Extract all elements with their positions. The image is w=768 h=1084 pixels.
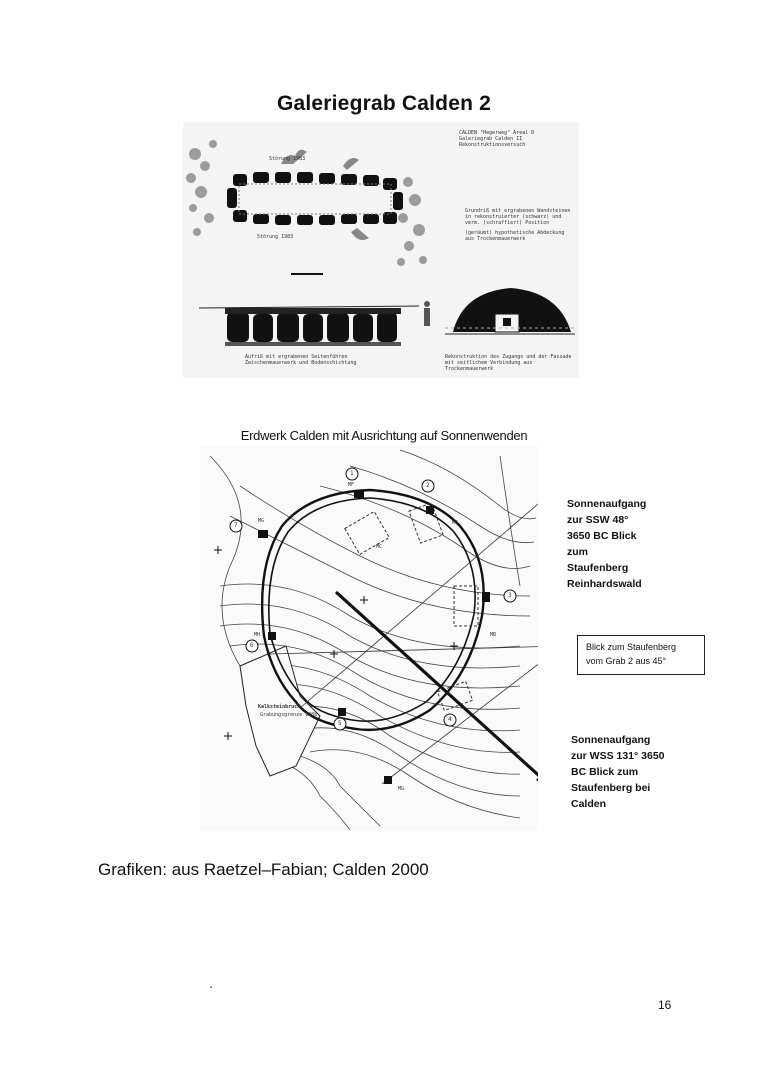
grave-plan-drawing [186,140,575,346]
annotation-line: Staufenberg [567,562,629,574]
cross-caption-line: Rekonstruktion des Zugangs und der Fassa… [445,354,572,360]
legend-note-line: verm. (schraffiert) Position [465,220,550,226]
plan-legend-title: CALDEN "Hegerweg" Areal D Galeriegrab Ca… [459,130,534,148]
map-label-quarry: Kalksteinbruch [258,704,301,710]
earthwork-map: 1 2 3 4 5 6 7 MF MG MG MC MC MB MH Kalks… [200,446,538,830]
legend-note-line: aus Trockenmauerwerk [465,236,526,242]
grave-plan-figure: CALDEN "Hegerweg" Areal D Galeriegrab Ca… [183,122,579,378]
map-label-mh: MH [254,632,261,638]
legend-note-line: in rekonstruierter (schwarz) und [465,214,562,220]
legend-note-line: Grundriß mit ergrabenen Wandsteinen [465,208,571,214]
annotation-box-line: vom Grab 2 aus 45° [586,656,667,666]
map-label-quarry-2: Grabungsgrenze 1988 [260,712,318,718]
annotation-sunrise-ssw: Sonnenaufgang zur SSW 48° 3650 BC Blick … [567,496,677,592]
figure-credit: Grafiken: aus Raetzel–Fabian; Calden 200… [98,860,429,879]
cross-section-caption: Rekonstruktion des Zugangs und der Fassa… [445,354,579,372]
annotation-box-line: Blick zum Staufenberg [586,642,677,652]
map-marker-3: 3 [508,592,512,599]
annotation-line: Sonnenaufgang [571,734,651,746]
annotation-line: 3650 BC Blick [567,530,637,542]
annotation-view-box: Blick zum Staufenberg vom Grab 2 aus 45° [577,635,705,675]
page-number: 16 [658,998,672,1012]
storung-label-top: Störung 1983 [269,156,306,162]
map-marker-5: 5 [338,720,342,727]
map-label-mb: MB [490,632,497,638]
annotation-line: Staufenberg bei [571,782,651,794]
map-marker-6: 6 [250,642,254,649]
map-caption: Erdwerk Calden mit Ausrichtung auf Sonne… [240,428,528,443]
map-label-mc-inner: MC [376,544,383,550]
annotation-sunrise-wss: Sonnenaufgang zur WSS 131° 3650 BC Blick… [571,732,689,812]
legend-title-line: Galeriegrab Calden II [459,136,523,142]
legend-note-line: (geräumt) hypothetische Abdeckung [465,230,565,236]
map-label-mg-bottom: MG [398,786,405,792]
map-marker-2: 2 [426,482,430,489]
map-marker-7: 7 [234,522,238,529]
section-caption-line: Zwischenmauerwerk und Bodenschichtung [245,360,357,366]
scan-speck [210,986,212,988]
earthwork-map-drawing [200,446,538,830]
map-label-mg-left: MG [258,518,265,524]
map-marker-4: 4 [448,716,452,723]
page-title: Galeriegrab Calden 2 [276,92,492,115]
legend-title-line: Rekonstruktionsversuch [459,142,526,148]
plan-legend-notes: Grundriß mit ergrabenen Wandsteinen in r… [465,208,570,242]
annotation-line: Sonnenaufgang [567,498,647,510]
section-caption: Aufriß mit ergrabenen Seitenführen Zwisc… [245,354,356,366]
section-caption-line: Aufriß mit ergrabenen Seitenführen [245,354,348,360]
annotation-line: zur SSW 48° [567,514,629,526]
annotation-line: zum [567,546,588,558]
map-label-mf: MF [348,482,355,488]
map-marker-1: 1 [350,470,354,477]
map-label-mc-right: MC [452,520,459,526]
annotation-line: BC Blick zum [571,766,639,778]
annotation-line: Calden [571,798,607,810]
storung-label-bottom: Störung 1983 [257,234,294,240]
annotation-line: zur WSS 131° 3650 [571,750,665,762]
annotation-line: Reinhardswald [567,578,642,590]
legend-title-line: CALDEN "Hegerweg" Areal D [459,130,535,136]
cross-caption-line: mit seitlichem Verbindung aus Trockenmau… [445,360,533,372]
